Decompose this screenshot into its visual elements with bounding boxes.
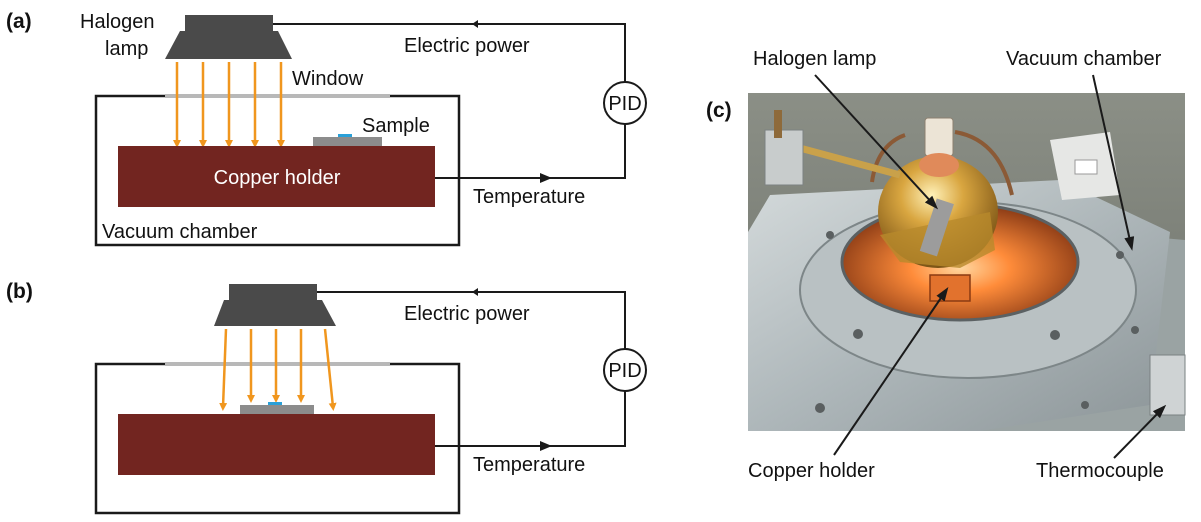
photo-leader-arrows xyxy=(814,74,1167,459)
feedback-loop-a xyxy=(273,23,626,179)
panel-c: (c) xyxy=(706,48,1186,482)
temperature-arrowhead xyxy=(540,173,552,183)
electric-power-label: Electric power xyxy=(404,35,530,57)
panel-a-tag: (a) xyxy=(6,10,32,33)
photo-holder-label: Copper holder xyxy=(748,460,875,482)
sample-b xyxy=(240,405,314,414)
window-label: Window xyxy=(292,68,364,90)
temperature-label: Temperature xyxy=(473,186,585,208)
panel-a: (a) Halogen lamp Window Sample Copper ho… xyxy=(6,10,647,247)
pid-label: PID xyxy=(608,93,641,115)
light-rays xyxy=(173,62,285,148)
sample xyxy=(313,137,382,146)
photo-chamber-label: Vacuum chamber xyxy=(1006,48,1162,70)
panel-c-tag: (c) xyxy=(706,99,732,122)
halogen-lamp xyxy=(165,15,292,59)
lamp-label-line1: Halogen xyxy=(80,11,155,33)
panel-b-tag: (b) xyxy=(6,280,33,303)
temperature-arrowhead-b xyxy=(540,441,552,451)
pid-label-b: PID xyxy=(608,360,641,382)
copper-holder-label: Copper holder xyxy=(214,167,341,189)
lamp-label-line2: lamp xyxy=(105,38,148,60)
vacuum-chamber-label: Vacuum chamber xyxy=(102,221,258,243)
sample-film-b xyxy=(268,402,282,405)
light-rays-b xyxy=(219,328,337,411)
power-arrowhead-b xyxy=(472,288,478,296)
panel-b: (b) PID Electric power Temperatur xyxy=(6,280,647,515)
pid-controller-b xyxy=(603,348,647,392)
photo-lamp-label: Halogen lamp xyxy=(753,48,876,70)
temperature-label-b: Temperature xyxy=(473,454,585,476)
pid-controller xyxy=(603,81,647,125)
sample-label: Sample xyxy=(362,115,430,137)
sample-film xyxy=(338,134,352,137)
vacuum-chamber-outline xyxy=(94,94,461,247)
copper-holder-b xyxy=(118,414,435,475)
electric-power-label-b: Electric power xyxy=(404,303,530,325)
copper-holder xyxy=(118,146,435,207)
vacuum-chamber-outline-b xyxy=(94,362,461,515)
feedback-loop-b xyxy=(317,291,626,447)
power-arrowhead xyxy=(472,20,478,28)
photo-thermocouple-label: Thermocouple xyxy=(1036,460,1164,482)
apparatus-photo xyxy=(748,93,1186,431)
halogen-lamp-b xyxy=(214,284,336,326)
